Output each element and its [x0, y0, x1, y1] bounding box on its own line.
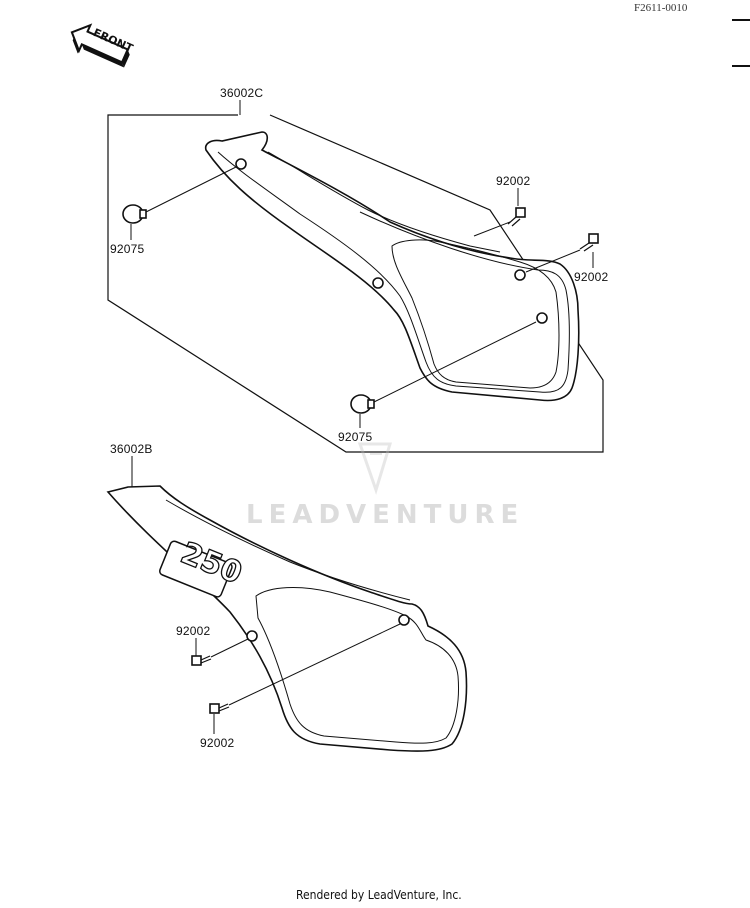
grommet-upper-front: [235, 158, 247, 170]
grommet-lower-front: [246, 630, 258, 642]
label-36002c: 36002C: [220, 86, 264, 100]
cap-92075-bottom: [350, 321, 537, 414]
side-cover-c: [204, 131, 580, 402]
grommet-upper-bottom: [536, 312, 548, 324]
label-92075-bottom: 92075: [338, 430, 373, 444]
assembly-c-outline: [107, 114, 604, 453]
side-cover-c-window: [391, 239, 560, 389]
label-92002-top: 92002: [496, 174, 531, 188]
bolt-92002-lower-1: [191, 638, 249, 666]
grommet-lower-rear: [398, 614, 410, 626]
emblem-250: [158, 540, 233, 598]
grommet-upper-mid: [372, 277, 384, 289]
side-cover-c-ridge: [267, 151, 501, 253]
grommet-upper-right: [514, 269, 526, 281]
label-92002-right: 92002: [574, 270, 609, 284]
cap-92075-left: [122, 166, 237, 224]
side-cover-b-panel: [255, 586, 459, 744]
side-cover-b-ridge: [165, 499, 411, 601]
diagram-code: F2611-0010: [634, 2, 688, 14]
bolt-92002-top: [473, 207, 526, 237]
side-cover-c-inner: [217, 151, 570, 393]
label-92075-left: 92075: [110, 242, 145, 256]
bolt-92002-right: [525, 233, 599, 273]
label-92002-lower-2: 92002: [200, 736, 235, 750]
label-36002b: 36002B: [110, 442, 153, 456]
footer-credit: Rendered by LeadVenture, Inc.: [296, 888, 462, 902]
bolt-92002-lower-2: [209, 623, 401, 714]
watermark-logo-icon: [357, 442, 393, 495]
front-arrow-icon: [70, 23, 130, 68]
watermark-text: LEADVENTURE: [246, 500, 525, 530]
label-92002-lower-1: 92002: [176, 624, 211, 638]
